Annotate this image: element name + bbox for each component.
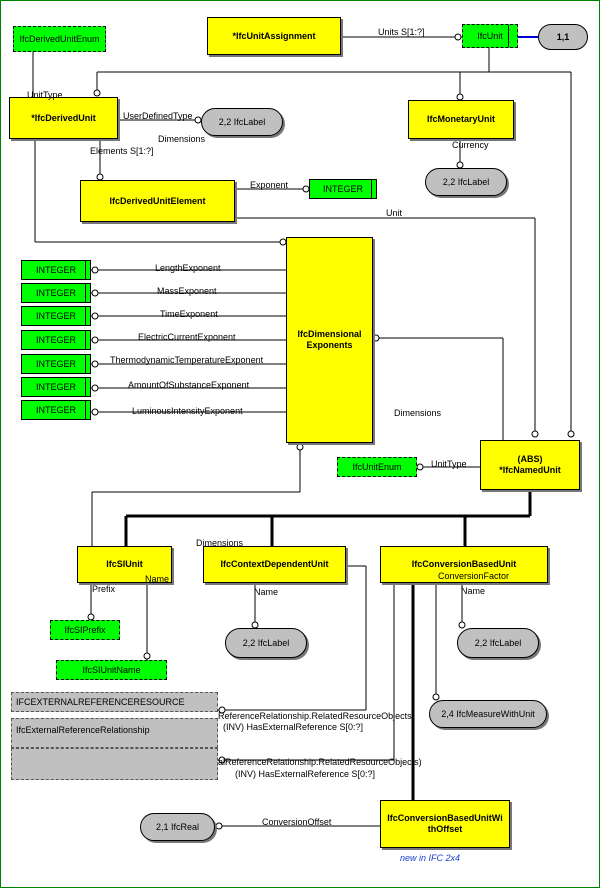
integer-type-mass-label: INTEGER xyxy=(35,287,76,298)
label-mass-exponent: MassExponent xyxy=(157,286,217,296)
integer-type-exponent-bar xyxy=(371,180,376,198)
ifc-label-ref-conversion-name[interactable]: 2,2 IfcLabel xyxy=(457,628,539,658)
label-unit: Unit xyxy=(386,208,403,218)
integer-type-mass-bar xyxy=(85,284,90,302)
label-reference-relationship-2: alReferenceRelationship.RelatedResourceO… xyxy=(218,757,422,767)
integer-type-exponent-label: INTEGER xyxy=(322,183,363,194)
integer-type-length-bar xyxy=(85,261,90,279)
integer-type-thermodynamic-temperature-bar xyxy=(85,355,90,373)
label-conversion-factor: ConversionFactor xyxy=(438,571,510,581)
page-reference-1-1[interactable]: 1,1 xyxy=(538,24,588,50)
label-units: Units S[1:?] xyxy=(378,27,425,37)
ifc-derived-unit-entity[interactable]: *IfcDerivedUnit xyxy=(9,97,118,139)
new-in-ifc-2x4-note: new in IFC 2x4 xyxy=(400,853,461,863)
integer-type-luminous-intensity[interactable]: INTEGER xyxy=(21,400,91,420)
external-reference-resource-header[interactable]: IFCEXTERNALREFERENCERESOURCE xyxy=(11,692,218,712)
label-conversion-offset: ConversionOffset xyxy=(262,817,332,827)
label-exponent: Exponent xyxy=(250,180,289,190)
ifc-si-unit-name-enum[interactable]: IfcSIUnitName xyxy=(56,660,167,680)
ifc-dimensional-exponents-entity[interactable]: IfcDimensionalExponents xyxy=(286,237,373,443)
label-name-context: Name xyxy=(254,587,279,597)
label-dimensions-si: Dimensions xyxy=(196,538,244,548)
integer-type-length-label: INTEGER xyxy=(35,264,76,275)
integer-type-luminous-intensity-bar xyxy=(85,401,90,419)
integer-type-length[interactable]: INTEGER xyxy=(21,260,91,280)
integer-type-electric-current-bar xyxy=(85,331,90,349)
ifc-unit-select[interactable]: IfcUnit xyxy=(462,24,518,48)
ifc-context-dependent-unit-entity[interactable]: IfcContextDependentUnit xyxy=(203,546,346,583)
ifc-monetary-unit-entity[interactable]: IfcMonetaryUnit xyxy=(408,100,514,139)
ifc-unit-select-label: IfcUnit xyxy=(477,30,503,41)
label-dimensions-derived: Dimensions xyxy=(158,134,206,144)
ifc-named-unit-entity[interactable]: (ABS) *IfcNamedUnit xyxy=(480,440,580,490)
ifc-si-prefix-enum[interactable]: IfcSIPrefix xyxy=(50,620,120,640)
label-user-defined-type: UserDefinedType xyxy=(123,111,193,121)
label-luminous-intensity-exponent: LuminousIntensityExponent xyxy=(132,406,243,416)
integer-type-mass[interactable]: INTEGER xyxy=(21,283,91,303)
ifc-unit-assignment-entity[interactable]: *IfcUnitAssignment xyxy=(207,17,341,55)
external-reference-resource-lower[interactable] xyxy=(11,748,218,780)
label-name-conversion: Name xyxy=(461,586,486,596)
label-prefix: Prefix xyxy=(92,584,116,594)
integer-type-exponent[interactable]: INTEGER xyxy=(309,179,377,199)
integer-type-time-label: INTEGER xyxy=(35,310,76,321)
ifc-derived-unit-element-entity[interactable]: IfcDerivedUnitElement xyxy=(80,180,235,222)
ifc-label-ref-context-name[interactable]: 2,2 IfcLabel xyxy=(225,628,307,658)
label-name-si: Name xyxy=(145,574,170,584)
label-has-external-reference-1: (INV) HasExternalReference S[0:?] xyxy=(223,722,364,732)
integer-type-amount-of-substance-label: INTEGER xyxy=(35,381,76,392)
integer-type-thermodynamic-temperature-label: INTEGER xyxy=(35,358,76,369)
integer-type-amount-of-substance[interactable]: INTEGER xyxy=(21,377,91,397)
ifc-conversion-based-unit-with-offset-label: IfcConversionBasedUnitWithOffset xyxy=(387,813,503,834)
label-dimensions-named: Dimensions xyxy=(394,408,442,418)
ifc-conversion-based-unit-entity[interactable]: IfcConversionBasedUnit xyxy=(380,546,548,583)
integer-type-electric-current[interactable]: INTEGER xyxy=(21,330,91,350)
integer-type-luminous-intensity-label: INTEGER xyxy=(35,404,76,415)
ifc-derived-unit-enum[interactable]: IfcDerivedUnitEnum xyxy=(13,26,106,52)
ifc-label-ref-user-defined-type[interactable]: 2,2 IfcLabel xyxy=(201,108,283,136)
ifc-conversion-based-unit-with-offset-entity[interactable]: IfcConversionBasedUnitWithOffset xyxy=(380,800,510,848)
ifc-dimensional-exponents-label: IfcDimensionalExponents xyxy=(297,329,362,350)
integer-type-amount-of-substance-bar xyxy=(85,378,90,396)
label-length-exponent: LengthExponent xyxy=(155,263,221,273)
integer-type-thermodynamic-temperature[interactable]: INTEGER xyxy=(21,354,91,374)
ifc-si-unit-entity[interactable]: IfcSIUnit xyxy=(77,546,172,583)
ifc-measure-with-unit-ref[interactable]: 2,4 IfcMeasureWithUnit xyxy=(429,700,547,728)
external-reference-relationship-row[interactable]: IfcExternalReferenceRelationship xyxy=(11,718,218,748)
ifc-label-ref-currency[interactable]: 2,2 IfcLabel xyxy=(425,168,507,196)
label-reference-relationship-1: ReferenceRelationship.RelatedResourceObj… xyxy=(218,711,415,721)
label-currency: Currency xyxy=(452,140,489,150)
integer-type-time[interactable]: INTEGER xyxy=(21,306,91,326)
label-time-exponent: TimeExponent xyxy=(160,309,218,319)
integer-type-electric-current-label: INTEGER xyxy=(35,334,76,345)
label-amount-of-substance-exponent: AmountOfSubstanceExponent xyxy=(128,380,250,390)
label-unit-type-named: UnitType xyxy=(431,459,467,469)
integer-type-time-bar xyxy=(85,307,90,325)
label-thermodynamic-temperature-exponent: ThermodynamicTemperatureExponent xyxy=(110,355,264,365)
label-electric-current-exponent: ElectricCurrentExponent xyxy=(138,332,236,342)
ifc-unit-enum[interactable]: IfcUnitEnum xyxy=(337,457,417,477)
label-unit-type-derived: UnitType xyxy=(27,90,63,100)
label-elements: Elements S[1:?] xyxy=(90,146,154,156)
label-has-external-reference-2: (INV) HasExternalReference S[0:?] xyxy=(235,769,376,779)
ifc-unit-select-bar xyxy=(508,25,513,47)
ifc-real-ref[interactable]: 2,1 IfcReal xyxy=(140,813,215,841)
